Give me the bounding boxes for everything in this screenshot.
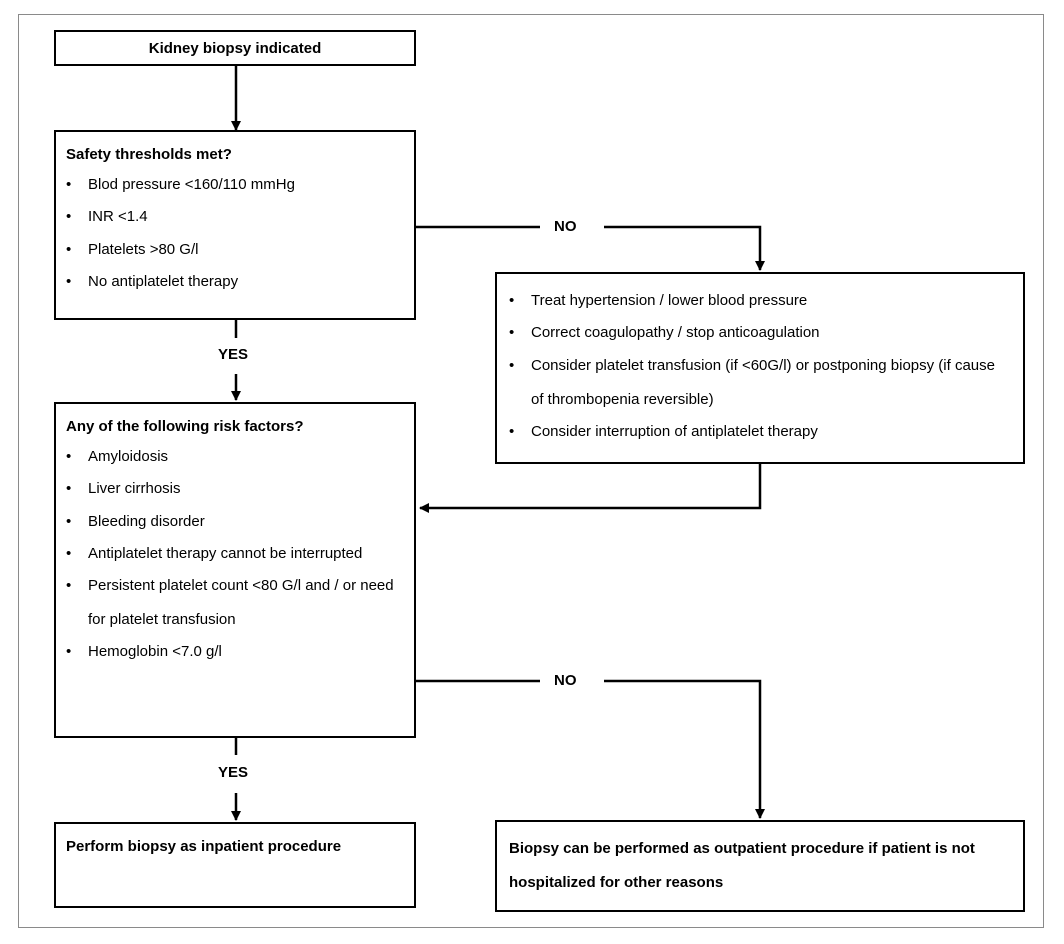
list-item: Hemoglobin <7.0 g/l xyxy=(66,641,404,663)
list-item: Consider interruption of antiplatelet th… xyxy=(509,421,1011,443)
list-item: Bleeding disorder xyxy=(66,511,404,533)
list-item: Antiplatelet therapy cannot be interrupt… xyxy=(66,537,404,571)
label-yes-safety: YES xyxy=(218,346,249,363)
list-item: Treat hypertension / lower blood pressur… xyxy=(509,290,1011,312)
list-item: Liver cirrhosis xyxy=(66,478,404,500)
label-yes-risk: YES xyxy=(218,764,249,781)
list-item: INR <1.4 xyxy=(66,206,404,228)
inpatient-box: Perform biopsy as inpatient procedure xyxy=(54,822,416,908)
outpatient-box: Biopsy can be performed as outpatient pr… xyxy=(495,820,1025,912)
list-item: No antiplatelet therapy xyxy=(66,271,404,293)
list-item: Amyloidosis xyxy=(66,446,404,468)
risk-list: Amyloidosis Liver cirrhosis Bleeding dis… xyxy=(66,446,404,663)
start-box: Kidney biopsy indicated xyxy=(54,30,416,66)
list-item: Correct coagulopathy / stop anticoagulat… xyxy=(509,322,1011,344)
safety-list: Blod pressure <160/110 mmHg INR <1.4 Pla… xyxy=(66,174,404,293)
outpatient-title: Biopsy can be performed as outpatient pr… xyxy=(509,840,975,891)
arrow-safety-no xyxy=(604,225,765,271)
list-item: Blod pressure <160/110 mmHg xyxy=(66,174,404,196)
list-item: Consider platelet transfusion (if <60G/l… xyxy=(509,349,1011,417)
safety-title: Safety thresholds met? xyxy=(66,146,232,163)
list-item: Persistent platelet count <80 G/l and / … xyxy=(66,569,404,637)
inpatient-title: Perform biopsy as inpatient procedure xyxy=(66,838,342,855)
arrow-risk-no xyxy=(604,679,765,819)
label-no-safety: NO xyxy=(554,218,577,235)
start-title: Kidney biopsy indicated xyxy=(148,39,322,57)
figure-frame xyxy=(18,14,1044,928)
safety-box: Safety thresholds met? Blod pressure <16… xyxy=(54,130,416,320)
correction-box: Treat hypertension / lower blood pressur… xyxy=(495,272,1025,464)
correction-list: Treat hypertension / lower blood pressur… xyxy=(509,290,1011,443)
list-item: Platelets >80 G/l xyxy=(66,239,404,261)
label-no-risk: NO xyxy=(554,672,577,689)
risk-box: Any of the following risk factors? Amylo… xyxy=(54,402,416,738)
risk-title: Any of the following risk factors? xyxy=(66,418,304,435)
arrow-correct-to-risk xyxy=(419,464,762,513)
